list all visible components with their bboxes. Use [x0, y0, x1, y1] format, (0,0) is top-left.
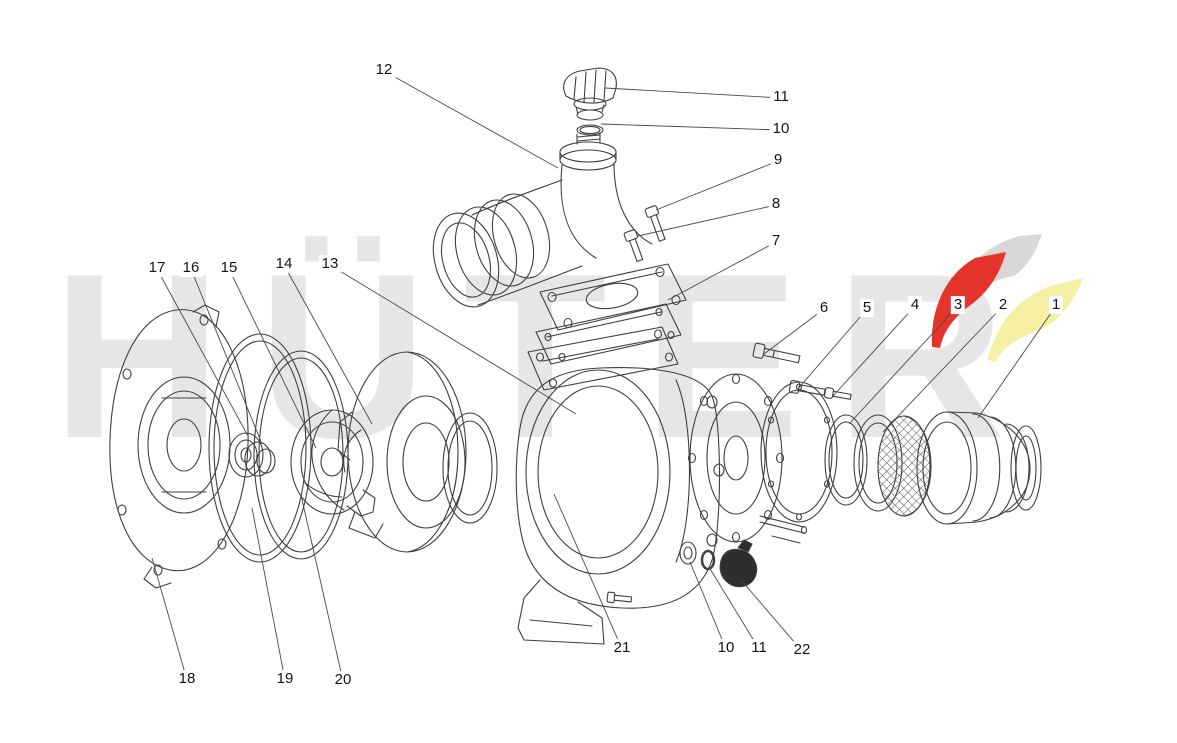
- part-rear-cover-plate: [109, 304, 249, 589]
- part-callout-1: 1: [1048, 296, 1064, 315]
- logo-swoosh-red-shape: [931, 252, 1006, 348]
- part-callout-18: 18: [175, 670, 199, 689]
- part-flange-gasket: [535, 303, 682, 365]
- part-callout-9: 9: [770, 151, 786, 170]
- part-hose-coupling: [916, 411, 1042, 525]
- part-cover-oring: [208, 333, 312, 563]
- leader-line-2: [882, 305, 1004, 433]
- part-callout-20: 20: [331, 671, 355, 690]
- leader-line-14: [283, 264, 373, 425]
- part-callout-10-bottom: 10: [714, 639, 738, 658]
- leader-line-3: [848, 305, 959, 425]
- leader-line-10-bottom: [689, 561, 727, 650]
- part-callout-7: 7: [768, 232, 784, 251]
- part-drain-plug: [719, 539, 758, 588]
- part-callout-14: 14: [272, 255, 296, 274]
- leader-line-7: [667, 241, 777, 301]
- part-callout-17: 17: [145, 259, 169, 278]
- part-strainer-mesh: [877, 415, 932, 517]
- part-cap-oring: [576, 124, 604, 136]
- leader-line-19: [251, 507, 286, 681]
- leader-line-5: [796, 308, 868, 391]
- part-callout-6: 6: [816, 299, 832, 318]
- part-mechanical-seal: [228, 432, 276, 478]
- leader-line-16: [190, 268, 263, 445]
- leader-line-17: [156, 268, 249, 437]
- part-discharge-elbow: [432, 132, 687, 331]
- part-volute-casing: [337, 351, 467, 553]
- leader-line-20: [300, 494, 344, 682]
- part-callout-3: 3: [950, 296, 966, 315]
- leader-line-12: [383, 70, 559, 169]
- leader-line-4: [832, 305, 916, 397]
- part-callout-11-top: 11: [770, 88, 792, 107]
- part-priming-cap: [563, 67, 617, 121]
- part-casing-ring: [442, 412, 498, 524]
- leader-line-11-top: [604, 87, 782, 99]
- leader-line-9: [655, 160, 779, 211]
- part-drain-bolt: [606, 591, 633, 604]
- leader-lines: [151, 70, 1057, 682]
- part-drain-washer: [679, 541, 697, 565]
- brand-watermark: HÜTER: [52, 224, 1042, 487]
- part-callout-5: 5: [859, 299, 875, 318]
- part-oring: [824, 414, 868, 506]
- part-callout-13: 13: [318, 255, 342, 274]
- part-callout-16: 16: [179, 259, 203, 278]
- part-callout-22: 22: [790, 641, 814, 660]
- part-callout-19: 19: [273, 670, 297, 689]
- leader-line-21: [553, 493, 623, 650]
- part-callout-10-top: 10: [769, 120, 793, 139]
- part-pump-housing: [515, 326, 725, 645]
- leader-line-10-top: [600, 123, 782, 131]
- leader-line-6: [763, 308, 825, 355]
- leader-line-8: [637, 204, 777, 237]
- part-callout-21: 21: [610, 639, 634, 658]
- leader-line-1: [977, 305, 1057, 419]
- part-callout-8: 8: [768, 195, 784, 214]
- leader-line-15: [228, 268, 317, 449]
- part-callout-2: 2: [995, 296, 1011, 315]
- part-callout-12: 12: [372, 61, 396, 80]
- part-drain-oring: [700, 549, 716, 571]
- part-callout-4: 4: [907, 296, 923, 315]
- leader-line-13: [329, 264, 577, 415]
- part-impeller: [290, 409, 376, 517]
- part-callout-15: 15: [217, 259, 241, 278]
- leader-line-18: [151, 557, 188, 681]
- part-bearing-flange: [687, 373, 808, 544]
- leader-line-11-bottom: [708, 566, 760, 650]
- part-callout-11-bottom: 11: [748, 639, 770, 658]
- leader-line-22: [740, 579, 803, 652]
